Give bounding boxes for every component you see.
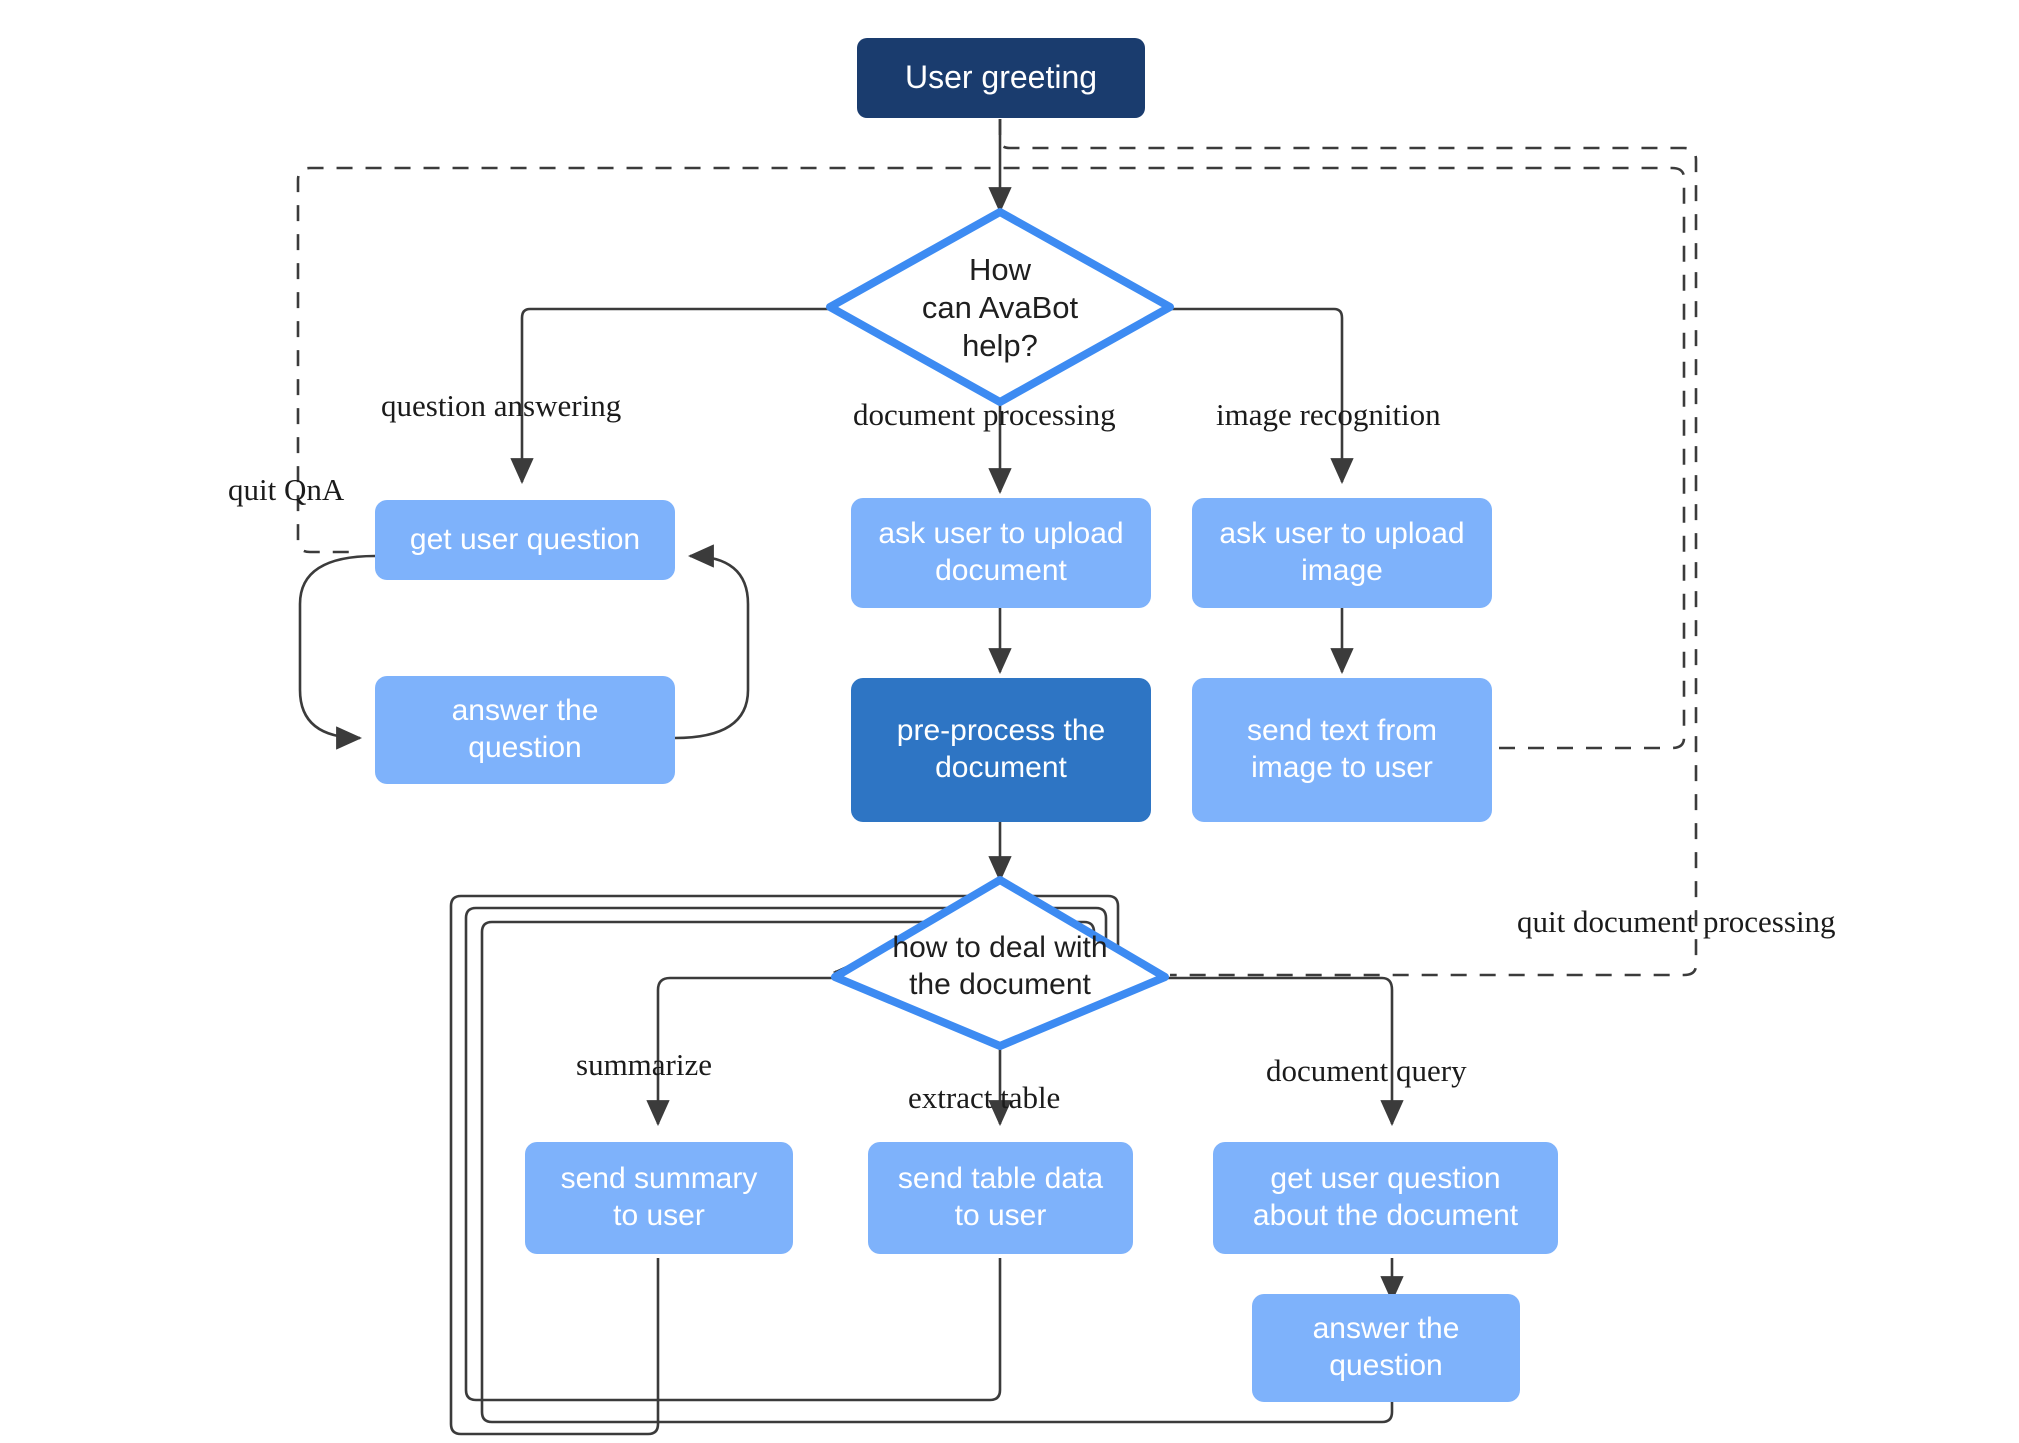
edge-get-question-to-answer bbox=[298, 554, 376, 750]
edge-label-extract-table: extract table bbox=[908, 1080, 1061, 1115]
dashed-quit-document-processing bbox=[998, 119, 1698, 977]
edge-label-summarize: summarize bbox=[576, 1047, 713, 1082]
node-get-user-question[interactable]: get user question bbox=[375, 500, 675, 580]
node-label: answer the question bbox=[451, 694, 599, 764]
edge-answer-to-get-question bbox=[674, 544, 750, 740]
edge-label-image-recognition: image recognition bbox=[1216, 397, 1441, 432]
node-answer-the-question[interactable]: answer the question bbox=[375, 676, 675, 784]
node-label: send summary to user bbox=[560, 1162, 758, 1232]
edge-label-document-processing: document processing bbox=[853, 397, 1116, 432]
node-get-question-about-document[interactable]: get user question about the document bbox=[1213, 1142, 1558, 1254]
node-label: pre-process the document bbox=[896, 714, 1106, 784]
dashed-quit-qna bbox=[296, 166, 1686, 750]
node-label: answer the question bbox=[1312, 1312, 1460, 1382]
node-send-text-from-image[interactable]: send text from image to user bbox=[1192, 678, 1492, 822]
node-label: send text from image to user bbox=[1246, 714, 1438, 784]
node-label: get user question bbox=[409, 522, 641, 556]
edge-label-quit-qna: quit QnA bbox=[228, 472, 345, 507]
node-user-greeting[interactable]: User greeting bbox=[857, 38, 1145, 118]
edge-decision2-to-send-summary bbox=[646, 976, 835, 1127]
edge-label-quit-document-processing: quit document processing bbox=[1517, 904, 1836, 939]
decision2-shape bbox=[831, 876, 1169, 1050]
node-answer-the-question-2[interactable]: answer the question bbox=[1252, 1294, 1520, 1402]
edge-decision1-to-get-user-question bbox=[510, 307, 830, 485]
edge-decision2-to-get-question-about-doc bbox=[1165, 976, 1404, 1127]
node-ask-upload-document[interactable]: ask user to upload document bbox=[851, 498, 1151, 608]
node-label: ask user to upload image bbox=[1219, 517, 1465, 587]
node-label: get user question about the document bbox=[1252, 1162, 1519, 1232]
node-label: send table data to user bbox=[897, 1162, 1104, 1232]
node-pre-process-document[interactable]: pre-process the document bbox=[851, 678, 1151, 822]
edge-label-question-answering: question answering bbox=[381, 388, 622, 423]
node-send-table-data[interactable]: send table data to user bbox=[868, 1142, 1133, 1254]
decision1-shape bbox=[826, 208, 1174, 406]
edge-decision1-to-ask-upload-image bbox=[1170, 307, 1354, 485]
node-ask-upload-image[interactable]: ask user to upload image bbox=[1192, 498, 1492, 608]
edge-label-document-query: document query bbox=[1266, 1053, 1467, 1088]
node-label: ask user to upload document bbox=[878, 517, 1124, 587]
node-label: User greeting bbox=[904, 59, 1098, 96]
node-send-summary[interactable]: send summary to user bbox=[525, 1142, 793, 1254]
